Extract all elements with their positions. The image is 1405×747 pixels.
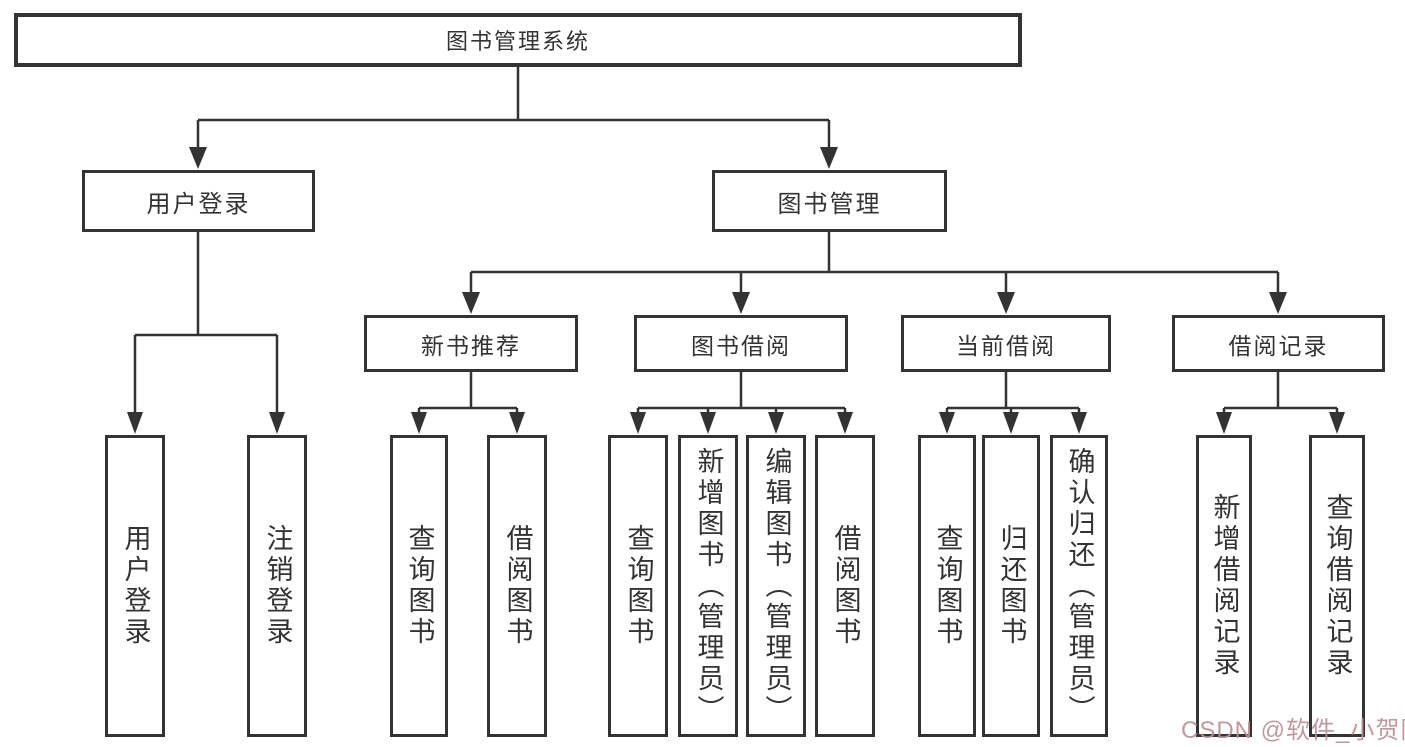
leaf-logout: 注销登录 [247,435,307,737]
node-label: 新书推荐 [421,332,521,359]
node-label: 当前借阅 [956,332,1056,359]
node-label: 用户登录 [120,524,151,648]
node-label: 图书借阅 [691,332,791,359]
leaf-confirm-return-admin: 确认归还（管理员） [1050,435,1108,737]
node-label: 图书管理系统 [445,29,590,54]
node-label: 注销登录 [262,524,293,648]
leaf-borrow-books-recommend: 借阅图书 [487,435,547,737]
csdn-watermark: CSDN @软件_小贺同学 [1181,717,1405,744]
node-label: 查询图书 [404,524,435,648]
node-label: 新增图书（管理员） [693,446,724,726]
node-user-login: 用户登录 [82,170,315,232]
node-new-book-recommend: 新书推荐 [364,315,578,372]
leaf-query-books-recommend: 查询图书 [390,435,448,737]
node-label: 借阅记录 [1228,332,1329,359]
node-borrow-records: 借阅记录 [1172,315,1385,372]
leaf-query-borrow-record: 查询借阅记录 [1309,435,1365,737]
leaf-return-books: 归还图书 [982,435,1040,737]
leaf-add-books-admin: 新增图书（管理员） [678,435,738,737]
leaf-edit-books-admin: 编辑图书（管理员） [746,435,806,737]
node-label: 查询图书 [932,524,963,648]
node-label: 归还图书 [996,524,1027,648]
node-label: 查询借阅记录 [1322,493,1353,679]
node-label: 借阅图书 [830,524,861,648]
leaf-user-login: 用户登录 [105,435,165,737]
node-label: 查询图书 [623,524,654,648]
leaf-add-borrow-record: 新增借阅记录 [1196,435,1252,737]
node-label: 借阅图书 [502,524,533,648]
node-label: 新增借阅记录 [1209,493,1240,679]
node-current-borrow: 当前借阅 [901,315,1111,372]
node-book-management: 图书管理 [712,170,947,232]
leaf-query-books-borrow: 查询图书 [608,435,668,737]
node-label: 图书管理 [777,190,882,218]
node-label: 用户登录 [146,190,251,218]
node-label: 编辑图书（管理员） [761,446,792,726]
leaf-borrow-books: 借阅图书 [815,435,875,737]
node-label: 确认归还（管理员） [1064,446,1095,726]
node-library-management-system: 图书管理系统 [14,13,1022,67]
leaf-query-books-current: 查询图书 [918,435,976,737]
node-book-borrow: 图书借阅 [634,315,848,372]
